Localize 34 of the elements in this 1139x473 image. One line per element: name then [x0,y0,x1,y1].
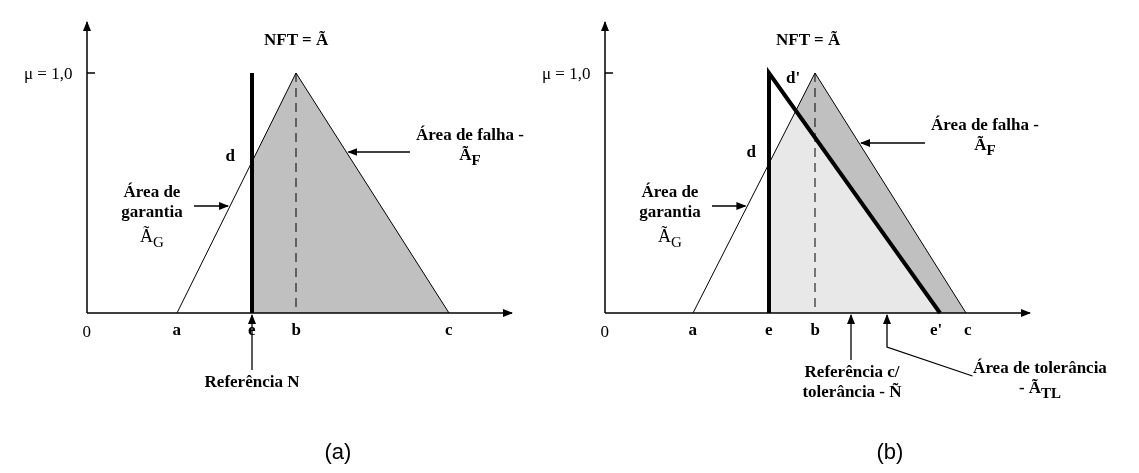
annotation-text: Área de falha - Ã$_{F}$ [415,125,525,165]
axis-label: 0 [82,322,91,342]
annotation-text: Referência N [203,372,301,392]
point-label: b [291,320,301,340]
leader-arrow [347,148,411,156]
leader-arrow [193,202,230,210]
leader-arrow [711,202,747,210]
axis-label: 0 [600,322,609,342]
axis-label: μ = 1,0 [542,64,591,84]
annotation-text: Referência c/ tolerância - Ñ [801,362,903,402]
point-label: e' [930,320,943,340]
axis-label: μ = 1,0 [24,64,73,84]
panel-label: (b) [876,442,904,462]
point-label: d [225,146,235,166]
leader-arrow [847,314,855,361]
point-label: d [746,142,756,162]
point-label: c [964,320,972,340]
leader-arrow [883,314,974,377]
annotation-text: Área de garantia [638,182,702,222]
annotation-text: Área de falha - Ã$_{F}$ [930,115,1040,155]
annotation-text: Área de garantia [120,182,184,222]
title-text: NFT = Ã [264,30,329,50]
point-label: a [172,320,181,340]
symbol-label: Ã$_{G}$ [657,226,683,246]
symbol-label: Ã$_{G}$ [139,226,165,246]
point-label: d' [786,68,801,88]
point-label: e [765,320,773,340]
leader-arrow [860,139,926,147]
point-label: c [445,320,453,340]
title-text: NFT = Ã [776,30,841,50]
panel-label: (a) [324,442,352,462]
point-label: b [810,320,820,340]
point-label: a [688,320,697,340]
annotation-text: Área de tolerância - Ã$_{TL}$ [972,358,1108,398]
